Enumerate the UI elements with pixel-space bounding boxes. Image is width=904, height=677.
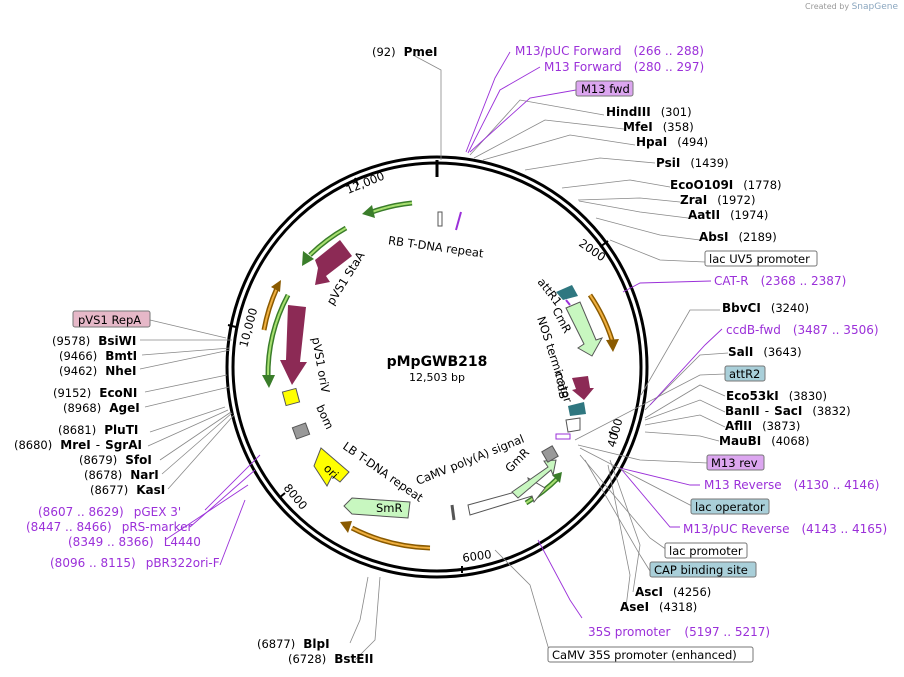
credit-prefix: Created by [805, 2, 850, 11]
box-lacprom-label: lac promoter [669, 544, 743, 558]
site-PsiI: PsiI(1439) [656, 156, 729, 170]
primer-35s: 35S promoter(5197 .. 5217) [588, 625, 770, 639]
primer-cluster-mark [555, 433, 571, 440]
site-SfoI: (8679)SfoI [79, 453, 152, 467]
site-MauBI: MauBI(4068) [719, 434, 809, 448]
box-camv35s-label: CaMV 35S promoter (enhanced) [552, 648, 737, 662]
feature-rb: RB T-DNA repeat [387, 233, 485, 260]
site-HpaI: HpaI(494) [636, 135, 708, 149]
primer-m13puc-fwd: M13/pUC Forward(266 .. 288) [515, 44, 704, 58]
primer-m13-rev: M13 Reverse(4130 .. 4146) [704, 478, 879, 492]
box-pvs1repa-label: pVS1 RepA [78, 313, 141, 327]
feature-ccdb: ccdB [552, 370, 571, 400]
box-attr2-label: attR2 [729, 367, 760, 381]
cds-pvs1-repa [280, 305, 307, 385]
primer-cat-r: CAT-R(2368 .. 2387) [714, 274, 846, 288]
rb-repeat-mark [437, 211, 443, 227]
feature-attr2-box [568, 402, 586, 416]
feature-smr: SmR [376, 501, 403, 515]
site-HindIII: HindIII(301) [606, 105, 692, 119]
site-KasI: (8677)KasI [90, 483, 165, 497]
box-cap [649, 561, 757, 578]
tick-8000: 8000 [281, 481, 311, 512]
box-cap-label: CAP binding site [654, 563, 748, 577]
site-MfeI: MfeI(358) [623, 120, 694, 134]
box-m13fwd [575, 80, 634, 97]
gmr-promoter-box [541, 445, 559, 463]
primer-lines [164, 51, 723, 619]
site-BstEII: (6728)BstEII [288, 652, 373, 666]
site-AseI: AseI(4318) [620, 600, 697, 614]
box-m13fwd-label: M13 fwd [581, 82, 630, 96]
feature-pvs1oriv: pVS1 oriV [309, 336, 333, 394]
attr1-primer-mark [565, 299, 571, 306]
primer-ccdb-fwd: ccdB-fwd(3487 .. 3506) [726, 323, 879, 337]
feature-bom: bom [313, 402, 336, 431]
plasmid-size: 12,503 bp [409, 371, 465, 384]
backbone-outer [225, 155, 649, 579]
primer-pbr322: (8096 .. 8115)pBR322ori-F [50, 556, 220, 570]
site-PluTI: (8681)PluTI [58, 423, 138, 437]
site-AatII: AatII(1974) [688, 208, 768, 222]
lb-mark [450, 504, 456, 521]
site-EcoO109I: EcoO109I(1778) [670, 178, 782, 192]
cds-ccdb [572, 376, 594, 400]
feature-attr1-box [556, 285, 578, 300]
site-AbsI: AbsI(2189) [699, 230, 777, 244]
site-NarI: (8678)NarI [84, 468, 159, 482]
box-lacop-label: lac operator [695, 500, 765, 514]
box-lacuv5 [704, 250, 818, 267]
cds-smr [343, 497, 411, 519]
box-attr2 [724, 365, 766, 382]
site-PmeI: (92)PmeI [372, 45, 438, 59]
site-ZraI: ZraI(1972) [680, 193, 755, 207]
green-arrows-topleft [262, 200, 413, 388]
primer-m13puc-rev: M13/pUC Reverse(4143 .. 4165) [683, 522, 887, 536]
feature-white-small [565, 417, 581, 433]
box-camv35s [547, 646, 754, 663]
site-BsiWI: (9578)BsiWI [52, 334, 136, 348]
primer-pgex3: (8607 .. 8629)pGEX 3' [38, 505, 181, 519]
primer-prs-marker: (8447 .. 8466)pRS-marker [26, 520, 192, 534]
box-lacop [690, 498, 770, 515]
site-BbvCI: BbvCI(3240) [722, 301, 809, 315]
rb-primer-mark [455, 211, 462, 231]
feature-lb: LB T-DNA repeat [340, 439, 426, 505]
site-AgeI: (8968)AgeI [63, 401, 140, 415]
box-m13rev [706, 454, 765, 471]
cds-pvs1-staa [315, 240, 352, 285]
box-lacuv5-label: lac UV5 promoter [709, 252, 810, 266]
primer-l4440: (8349 .. 8366)L4440 [68, 535, 201, 549]
orange-arrows [261, 280, 619, 551]
box-pvs1repa [72, 310, 151, 328]
site-BmtI: (9466)BmtI [59, 349, 137, 363]
site-MreI-SgrAI: (8680)MreI-SgrAI [14, 438, 142, 452]
tick-4000: 4000 [604, 417, 625, 449]
feature-oriv-box [281, 387, 301, 407]
site-SalI: SalI(3643) [728, 345, 802, 359]
cds-cmr [565, 301, 604, 357]
site-EcoNI: (9152)EcoNI [53, 386, 137, 400]
plasmid-name: pMpGWB218 [387, 354, 488, 370]
site-Eco53kI: Eco53kI(3830) [726, 389, 827, 403]
primer-m13-fwd: M13 Forward(280 .. 297) [544, 60, 704, 74]
site-BanII-SacI: BanII-SacI(3832) [725, 404, 851, 418]
box-lacprom [664, 542, 748, 559]
feature-bom-box [291, 422, 311, 440]
site-AflII: AflII(3873) [725, 419, 800, 433]
site-NheI: (9462)NheI [59, 364, 136, 378]
tick-6000: 6000 [461, 547, 492, 565]
snapgene-credit: Created by SnapGene [805, 2, 898, 12]
feature-ori-arrow [313, 447, 350, 488]
site-BlpI: (6877)BlpI [257, 637, 330, 651]
tick-12000: 12,000 [344, 169, 387, 197]
site-AscI: AscI(4256) [635, 585, 711, 599]
box-m13rev-label: M13 rev [711, 456, 758, 470]
cds-gmr [511, 459, 557, 499]
snapgene-logo: SnapGene [851, 2, 898, 12]
